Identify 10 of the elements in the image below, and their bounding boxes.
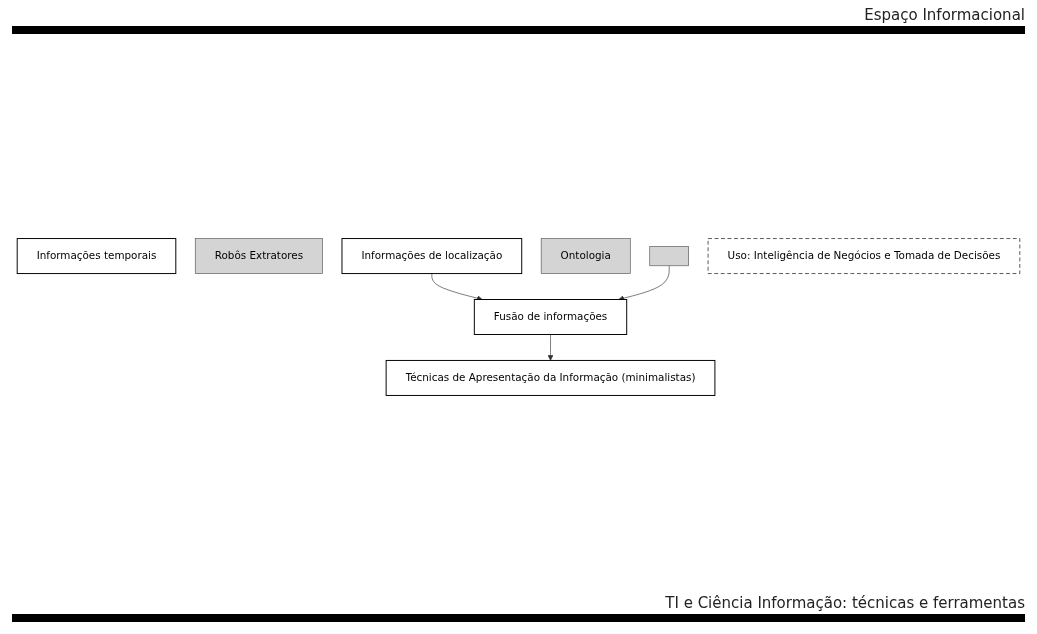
node-box: Técnicas de Apresentação da Informação (minimalistas) (385, 359, 716, 396)
node-box: Ontologia (540, 238, 631, 274)
node-box (649, 246, 689, 267)
node-box: Robôs Extratores (194, 238, 323, 274)
node-box: Informações de localização (341, 238, 523, 275)
node-box: Uso: Inteligência de Negócios e Tomada de Decisões (707, 238, 1021, 274)
node-box: Fusão de informações (473, 299, 628, 335)
section-label: Espaço Informacional (863, 6, 1025, 24)
node-box: Informações temporais (16, 238, 177, 275)
section-label: TI e Ciência Informação: técnicas e ferramentas (664, 594, 1025, 612)
